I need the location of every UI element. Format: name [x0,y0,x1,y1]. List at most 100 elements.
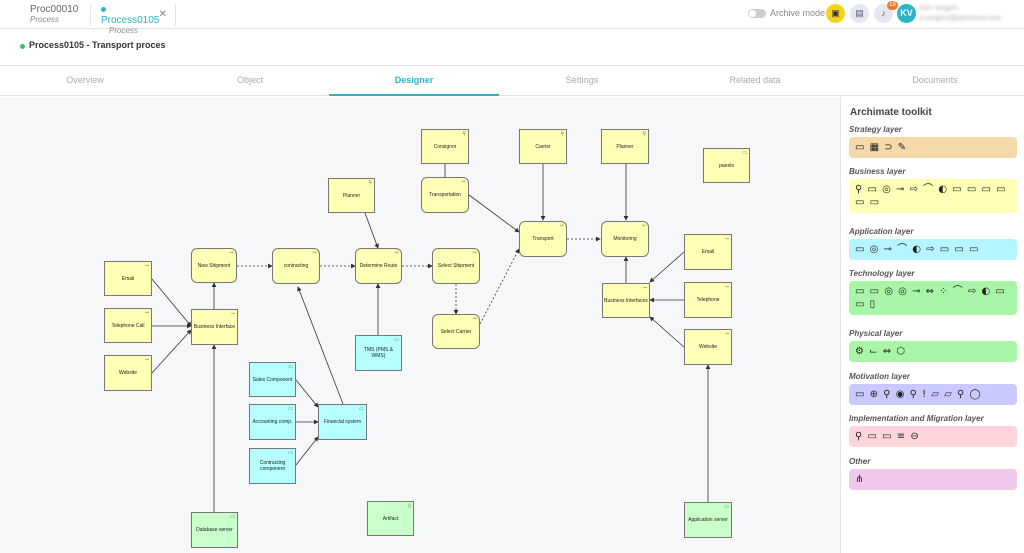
contracting-node[interactable]: ⇨ contracting [272,248,320,284]
business-icons[interactable]: ⚲ ▭ ◎ ⊸ ⇨ ⌒ ◐ ▭ ▭ ▭ ▭ ▭ ▭ [849,179,1017,213]
tab-related-data[interactable]: Related data [729,75,781,85]
node-label: New Shipment [197,262,231,269]
application-icons[interactable]: ▭ ◎ ⊸ ⌒ ◐ ⇨ ▭ ▭ ▭ [849,239,1017,260]
other-icons[interactable]: ⋔ [849,469,1017,490]
implementation-icons[interactable]: ⚲ ▭ ▭ ≡ ⊖ [849,426,1017,447]
active-dot-icon [101,6,106,12]
tms-node[interactable]: ▭TMS (PMS & WMS) [355,335,402,371]
tab-process0105[interactable]: Process0105 Process ✕ [90,4,176,35]
tab-proc00010[interactable]: Proc00010 Process [20,4,90,26]
node-label: Carrier [535,143,551,150]
planner-node-2[interactable]: ⚲Planner [601,129,649,164]
artifact-node[interactable]: ▯Artifact [367,501,414,536]
user-info[interactable]: Kim Vergers k.vergers@parevisrol.com [920,4,1001,24]
physical-layer: Physical layer ⚙ ⌙ ⇔ ⬡ [849,329,1017,362]
website-node[interactable]: ⊸Website [104,355,152,391]
new-shipment-node[interactable]: ⇨New Shipment [191,248,237,283]
component-icon: ▭ [359,406,364,412]
component-icon: ▭ [288,406,293,412]
notification-count: 18 [887,1,898,10]
select-carrier-node[interactable]: ⇨Select Carrier [432,314,480,349]
node-label: Transportation [428,192,462,198]
layer-title: Business layer [849,167,906,176]
connector [479,248,520,325]
node-label: Telephone Call [111,322,145,329]
transportation-node[interactable]: ⇨Transportation [421,177,469,213]
node-icon: ▭ [230,514,235,520]
layer-title: Other [849,457,871,466]
connector [649,316,685,348]
select-shipment-node[interactable]: ⇨Select Shipment [432,248,480,284]
interface-icon: ⊸ [724,236,729,242]
business-interfaces-node[interactable]: ⊸Business Interfaces [602,283,650,318]
node-label: Consignor [433,143,457,150]
layer-title: Motivation layer [849,372,910,381]
component-icon: ▭ [288,450,293,456]
node-label: Business Interfaces [604,297,648,304]
accounting-component-node[interactable]: ▭Accounting comp. [249,404,296,440]
telephone-node[interactable]: ⊸Telephone [684,282,732,318]
clipboard-icon[interactable]: ▤ [850,4,869,23]
layer-title: Technology layer [849,269,915,278]
node-label: Business Interface [193,324,236,330]
telephone-call-node[interactable]: ⊸Telephone Call [104,308,152,343]
connector [295,436,319,466]
connector [295,379,319,408]
node-label: Website [699,344,717,350]
node-label: Determine Route [359,263,398,269]
business-layer: Business layer ⚲ ▭ ◎ ⊸ ⇨ ⌒ ◐ ▭ ▭ ▭ ▭ ▭ ▭ [849,167,1017,213]
email-node-2[interactable]: ⊸Email [684,234,732,270]
tab-designer[interactable]: Designer [329,66,499,96]
business-interface-node[interactable]: ⊸ Business Interface [191,309,238,345]
sales-component-node[interactable]: ▭Sales Component [249,362,296,397]
node-label: Database server [196,527,233,533]
tab-settings[interactable]: Settings [565,75,599,85]
tab-documents[interactable]: Documents [912,75,958,85]
node-label: Planner [616,143,634,150]
node-label: contracting [283,263,309,269]
motivation-icons[interactable]: ▭ ⊕ ⚲ ◉ ⚲ ! ▱ ▱ ⚲ ◯ [849,384,1017,405]
email-node[interactable]: ⊸Email [104,261,152,296]
motivation-layer: Motivation layer ▭ ⊕ ⚲ ◉ ⚲ ! ▱ ▱ ⚲ ◯ [849,372,1017,405]
layer-title: Physical layer [849,329,903,338]
contracting-component-node[interactable]: ▭Contracting component [249,448,296,484]
toggle-icon[interactable] [748,9,766,19]
page-title: Process0105 - Transport proces [29,40,166,50]
node-label: Telephone [696,297,720,303]
panels-node[interactable]: ▭panels [703,148,750,183]
node-label: Email [121,275,135,282]
technology-icons[interactable]: ▭ ▭ ◎ ◎ ⊸ ⇔ ⁘ ⌒ ⇨ ◐ ▭ ▭ ▯ [849,281,1017,315]
toolkit-title: Archimate toolkit [850,107,932,118]
consignor-node[interactable]: ⚲Consignor [421,129,469,164]
avatar[interactable]: KV [897,4,916,23]
archive-mode-toggle[interactable]: Archive mode [748,8,825,19]
bell-icon[interactable]: ♪18 [874,1,898,23]
strategy-layer: Strategy layer ▭ ▦ ⊃ ✎ [849,125,1017,158]
financial-system-node[interactable]: ▭Financial system [318,404,367,440]
website-node-2[interactable]: ⊸Website [684,329,732,365]
application-server-node[interactable]: ▭Application server [684,502,732,538]
database-server-node[interactable]: ▭ Database server [191,512,238,548]
node-label: Application server [688,517,728,523]
close-tab-icon[interactable]: ✕ [158,9,167,20]
physical-icons[interactable]: ⚙ ⌙ ⇔ ⬡ [849,341,1017,362]
planner-node[interactable]: ⚲Planner [328,178,375,213]
process-icon: ⇨ [641,223,646,229]
process-icon: ⇨ [312,250,317,256]
designer-canvas[interactable]: ⊸Email ⊸Telephone Call ⊸Website ⊸Busines… [0,97,840,553]
strategy-icons[interactable]: ▭ ▦ ⊃ ✎ [849,137,1017,158]
title-row: Process0105 - Transport proces [0,29,1024,66]
tab-overview[interactable]: Overview [66,75,104,85]
determine-route-node[interactable]: ⇨Determine Route [355,248,402,284]
other-layer: Other ⋔ [849,457,1017,490]
interface-icon: ⊸ [230,311,235,317]
actor-icon: ⚲ [560,131,564,137]
tab-object[interactable]: Object [236,75,263,85]
tab-subtitle: Process [30,15,59,24]
layer-title: Implementation and Migration layer [849,414,984,423]
status-dot-icon [20,44,25,49]
monitoring-node[interactable]: ⇨Monitoring [601,221,649,257]
carrier-node[interactable]: ⚲ Carrier [519,129,567,164]
transport-node[interactable]: ⇨Transport [519,221,567,257]
robot-icon[interactable]: ▣ [826,4,845,23]
